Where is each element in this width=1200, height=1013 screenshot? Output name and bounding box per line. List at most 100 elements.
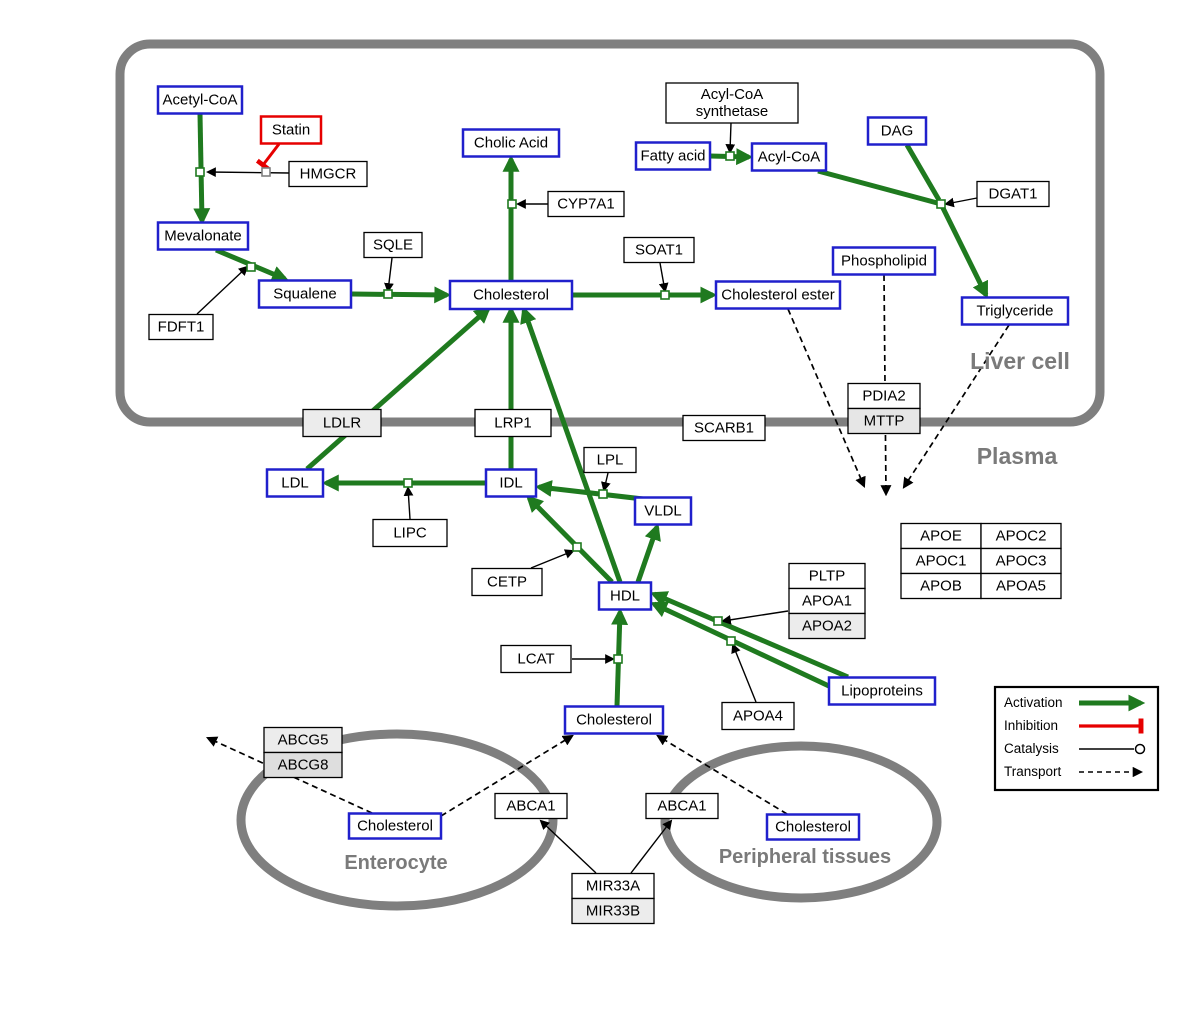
- node-cholic-acid[interactable]: Cholic Acid: [461, 128, 561, 158]
- node-ldl[interactable]: LDL: [265, 468, 325, 498]
- node-ldlr[interactable]: LDLR: [302, 408, 382, 438]
- node-box-mevalonate[interactable]: [156, 221, 250, 251]
- node-box-fdft1[interactable]: [148, 313, 214, 341]
- node-box-acyl-coa-synthetase[interactable]: [665, 82, 799, 124]
- node-sqle[interactable]: SQLE: [363, 231, 423, 259]
- node-box-cholesterol-plasma[interactable]: [563, 705, 665, 735]
- node-box-apoc2[interactable]: [980, 522, 1062, 550]
- node-acetyl-coa[interactable]: Acetyl-CoA: [156, 85, 244, 115]
- node-cholesterol-ester[interactable]: Cholesterol ester: [714, 280, 842, 310]
- node-box-pltp[interactable]: [788, 562, 866, 590]
- node-box-lipc[interactable]: [372, 518, 448, 548]
- node-box-apob[interactable]: [900, 572, 982, 600]
- node-box-scarb1[interactable]: [682, 414, 766, 442]
- node-box-lcat[interactable]: [500, 644, 572, 674]
- node-box-ldl[interactable]: [265, 468, 325, 498]
- node-cholesterol-liver[interactable]: Cholesterol: [448, 279, 574, 311]
- node-lrp1[interactable]: LRP1: [474, 408, 552, 438]
- node-apob[interactable]: APOB: [900, 572, 982, 600]
- node-box-apoc3[interactable]: [980, 547, 1062, 575]
- node-cetp[interactable]: CETP: [471, 567, 543, 597]
- node-dgat1[interactable]: DGAT1: [976, 180, 1050, 208]
- node-box-mir33b[interactable]: [571, 897, 655, 925]
- node-box-squalene[interactable]: [257, 279, 353, 309]
- node-box-abcg5[interactable]: [263, 726, 343, 754]
- node-lipoproteins[interactable]: Lipoproteins: [827, 676, 937, 706]
- node-lpl[interactable]: LPL: [583, 446, 637, 474]
- node-box-sqle[interactable]: [363, 231, 423, 259]
- node-statin[interactable]: Statin: [259, 115, 323, 145]
- node-box-ldlr[interactable]: [302, 408, 382, 438]
- node-box-lrp1[interactable]: [474, 408, 552, 438]
- node-box-apoa2[interactable]: [788, 612, 866, 640]
- node-hmgcr[interactable]: HMGCR: [288, 160, 368, 188]
- node-box-fatty-acid[interactable]: [634, 141, 712, 171]
- node-box-lpl[interactable]: [583, 446, 637, 474]
- node-box-abcg8[interactable]: [263, 751, 343, 779]
- node-mir33a[interactable]: MIR33A: [571, 872, 655, 900]
- node-box-cyp7a1[interactable]: [547, 190, 625, 218]
- node-box-idl[interactable]: [484, 468, 538, 498]
- node-lipc[interactable]: LIPC: [372, 518, 448, 548]
- node-pltp[interactable]: PLTP: [788, 562, 866, 590]
- node-abca1-right[interactable]: ABCA1: [645, 792, 719, 820]
- node-box-pdia2[interactable]: [847, 382, 921, 410]
- node-lcat[interactable]: LCAT: [500, 644, 572, 674]
- node-box-dag[interactable]: [866, 116, 928, 146]
- node-apoc1[interactable]: APOC1: [900, 547, 982, 575]
- node-box-hmgcr[interactable]: [288, 160, 368, 188]
- node-box-cholic-acid[interactable]: [461, 128, 561, 158]
- node-abca1-left[interactable]: ABCA1: [494, 792, 568, 820]
- node-box-mttp[interactable]: [847, 407, 921, 435]
- node-cholesterol-enterocyte[interactable]: Cholesterol: [347, 812, 443, 840]
- node-box-cetp[interactable]: [471, 567, 543, 597]
- node-abcg8[interactable]: ABCG8: [263, 751, 343, 779]
- node-dag[interactable]: DAG: [866, 116, 928, 146]
- node-box-cholesterol-ester[interactable]: [714, 280, 842, 310]
- node-cholesterol-plasma[interactable]: Cholesterol: [563, 705, 665, 735]
- node-box-acetyl-coa[interactable]: [156, 85, 244, 115]
- node-box-abca1-right[interactable]: [645, 792, 719, 820]
- node-acyl-coa[interactable]: Acyl-CoA: [750, 142, 828, 172]
- node-pdia2[interactable]: PDIA2: [847, 382, 921, 410]
- node-apoa4[interactable]: APOA4: [721, 701, 795, 731]
- node-apoc3[interactable]: APOC3: [980, 547, 1062, 575]
- node-idl[interactable]: IDL: [484, 468, 538, 498]
- node-hdl[interactable]: HDL: [597, 581, 653, 611]
- node-cyp7a1[interactable]: CYP7A1: [547, 190, 625, 218]
- node-box-abca1-left[interactable]: [494, 792, 568, 820]
- node-box-lipoproteins[interactable]: [827, 676, 937, 706]
- node-triglyceride[interactable]: Triglyceride: [960, 296, 1070, 326]
- node-abcg5[interactable]: ABCG5: [263, 726, 343, 754]
- node-soat1[interactable]: SOAT1: [623, 236, 695, 264]
- node-box-soat1[interactable]: [623, 236, 695, 264]
- node-box-cholesterol-liver[interactable]: [448, 279, 574, 311]
- node-scarb1[interactable]: SCARB1: [682, 414, 766, 442]
- node-apoe[interactable]: APOE: [900, 522, 982, 550]
- node-squalene[interactable]: Squalene: [257, 279, 353, 309]
- node-apoa2[interactable]: APOA2: [788, 612, 866, 640]
- node-box-phospholipid[interactable]: [831, 246, 937, 276]
- node-box-apoa4[interactable]: [721, 701, 795, 731]
- node-apoa1[interactable]: APOA1: [788, 587, 866, 615]
- node-fdft1[interactable]: FDFT1: [148, 313, 214, 341]
- node-cholesterol-peripheral[interactable]: Cholesterol: [765, 813, 861, 841]
- node-mevalonate[interactable]: Mevalonate: [156, 221, 250, 251]
- node-apoa5[interactable]: APOA5: [980, 572, 1062, 600]
- node-box-vldl[interactable]: [633, 496, 693, 526]
- node-mir33b[interactable]: MIR33B: [571, 897, 655, 925]
- node-box-dgat1[interactable]: [976, 180, 1050, 208]
- node-box-acyl-coa[interactable]: [750, 142, 828, 172]
- node-box-statin[interactable]: [259, 115, 323, 145]
- node-mttp[interactable]: MTTP: [847, 407, 921, 435]
- node-box-mir33a[interactable]: [571, 872, 655, 900]
- node-box-apoa5[interactable]: [980, 572, 1062, 600]
- node-box-cholesterol-peripheral[interactable]: [765, 813, 861, 841]
- node-box-cholesterol-enterocyte[interactable]: [347, 812, 443, 840]
- node-box-hdl[interactable]: [597, 581, 653, 611]
- node-vldl[interactable]: VLDL: [633, 496, 693, 526]
- node-fatty-acid[interactable]: Fatty acid: [634, 141, 712, 171]
- node-apoc2[interactable]: APOC2: [980, 522, 1062, 550]
- node-phospholipid[interactable]: Phospholipid: [831, 246, 937, 276]
